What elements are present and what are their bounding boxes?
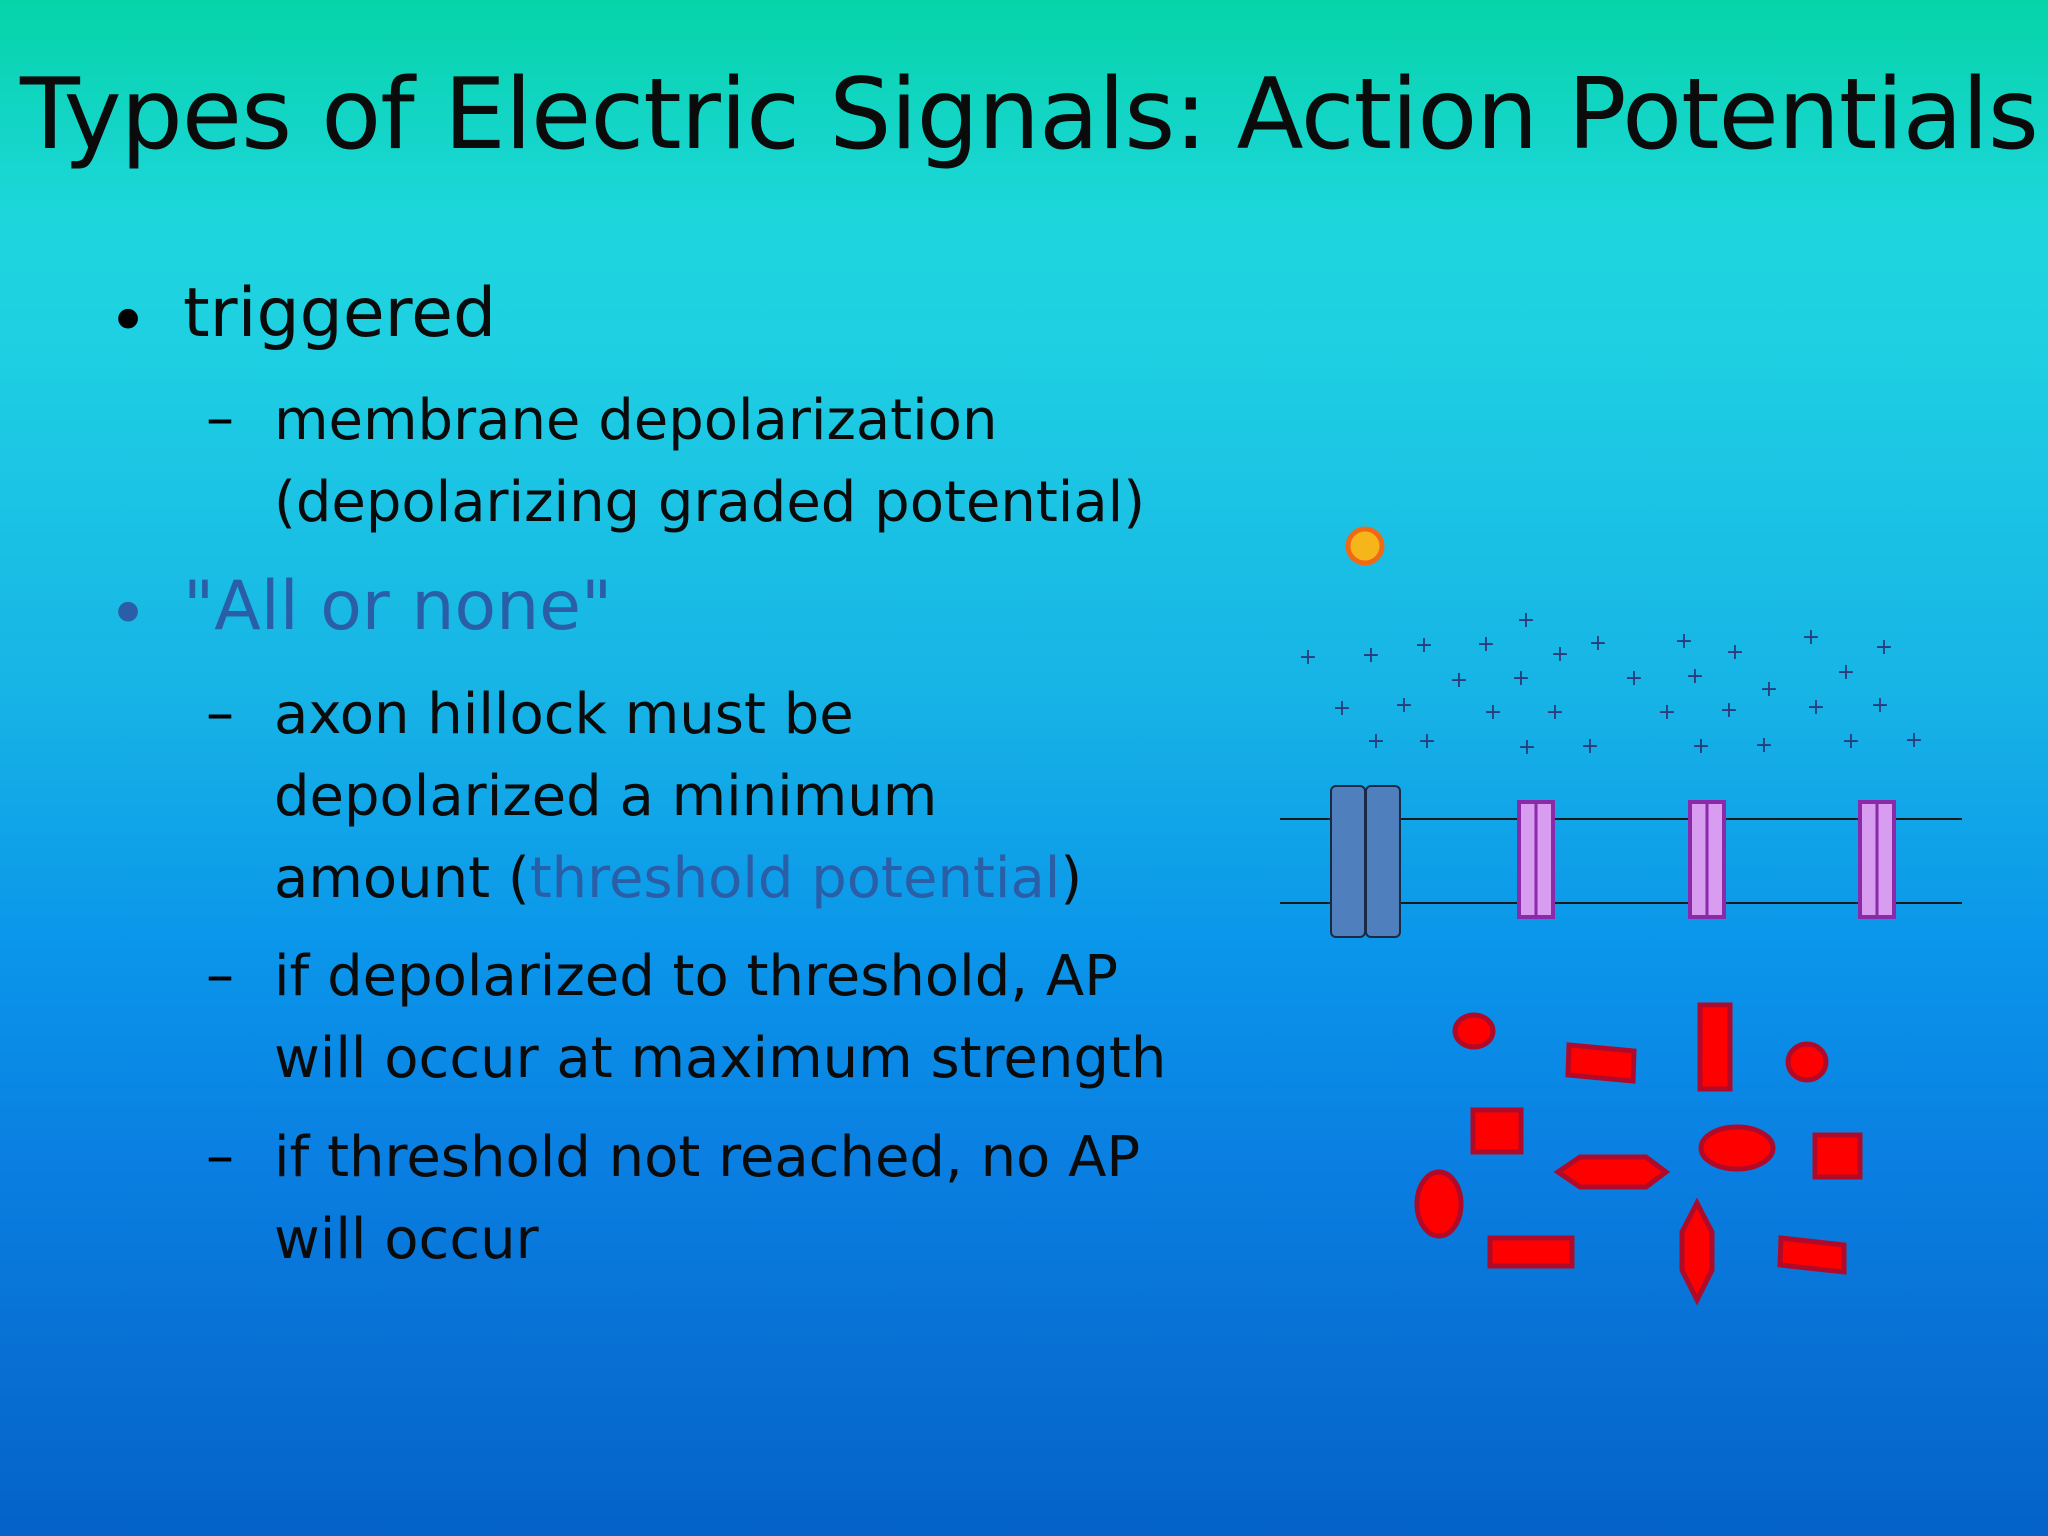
plus-charge: + — [1760, 677, 1778, 702]
ion-circle — [1785, 1041, 1829, 1083]
plus-charge: + — [1905, 728, 1923, 753]
sub-bullet-line: will occur — [274, 1207, 539, 1272]
plus-charge: + — [1675, 629, 1693, 654]
gated-channel — [1330, 785, 1401, 938]
plus-charge: + — [1477, 632, 1495, 657]
leak-channel — [1858, 800, 1896, 919]
plus-charge: + — [1842, 729, 1860, 754]
sub-bullet-axon-hillock: axon hillock must be depolarized a minim… — [274, 674, 1082, 920]
text-span: amount ( — [274, 846, 530, 911]
plus-charge: + — [1802, 625, 1820, 650]
ion-oval — [1698, 1124, 1776, 1172]
plus-charge: + — [1395, 693, 1413, 718]
plus-charge: + — [1837, 660, 1855, 685]
sub-bullet-line: axon hillock must be — [274, 682, 854, 747]
plus-charge: + — [1726, 640, 1744, 665]
plus-charge: + — [1333, 696, 1351, 721]
ion-diamond — [1679, 1197, 1715, 1306]
sub-bullet-line: amount (threshold potential) — [274, 838, 1082, 920]
sub-bullet-line: (depolarizing graded potential) — [274, 470, 1146, 535]
sub-bullet-membrane-depolarization: membrane depolarization (depolarizing gr… — [274, 380, 1145, 544]
ion-vertical-bar — [1697, 1002, 1733, 1092]
plus-charge: + — [1875, 635, 1893, 660]
plus-charge: + — [1625, 666, 1643, 691]
plus-charge: + — [1755, 733, 1773, 758]
ion-bar — [1565, 1042, 1637, 1084]
dash-marker: – — [206, 1124, 234, 1189]
positive-charges: + + + + + + + + + + + + + + + + + + + + + + + + + + + + + + + + + — [1299, 608, 1923, 760]
plus-charge: + — [1686, 664, 1704, 689]
plus-charge: + — [1720, 698, 1738, 723]
leak-channel — [1688, 800, 1726, 919]
sub-bullet-line: membrane depolarization — [274, 388, 998, 453]
dash-marker: – — [206, 386, 234, 451]
sub-bullet-line: will occur at maximum strength — [274, 1026, 1167, 1091]
plus-charge: + — [1551, 642, 1569, 667]
plus-charge: + — [1518, 735, 1536, 760]
bullet-marker: • — [108, 575, 149, 654]
plus-charge: + — [1546, 700, 1564, 725]
plus-charge: + — [1362, 643, 1380, 668]
sub-bullet-threshold-not-reached: if threshold not reached, no AP will occ… — [274, 1117, 1140, 1281]
ion-square — [1470, 1107, 1524, 1155]
plus-charge: + — [1658, 700, 1676, 725]
gated-channel-subunit-left — [1330, 785, 1366, 938]
bullet-all-or-none: "All or none" — [183, 567, 613, 646]
threshold-potential-term: threshold potential — [529, 846, 1061, 911]
plus-charge: + — [1589, 631, 1607, 656]
plus-charge: + — [1415, 633, 1433, 658]
plus-charge: + — [1692, 734, 1710, 759]
slide-title: Types of Electric Signals: Action Potent… — [20, 58, 2039, 172]
dash-marker: – — [206, 681, 234, 746]
ion-hexagon — [1553, 1154, 1671, 1190]
plus-charge: + — [1484, 700, 1502, 725]
bullet-triggered: triggered — [183, 274, 497, 353]
ion-square — [1812, 1132, 1863, 1180]
leak-channel — [1517, 800, 1555, 919]
ion-circle — [1452, 1012, 1496, 1050]
plus-charge: + — [1299, 645, 1317, 670]
plus-charge: + — [1871, 693, 1889, 718]
sub-bullet-line: if threshold not reached, no AP — [274, 1125, 1141, 1190]
ion-bar — [1487, 1235, 1575, 1269]
sub-bullet-line: if depolarized to threshold, AP — [274, 944, 1118, 1009]
gated-channel-subunit-right — [1365, 785, 1401, 938]
plus-charge: + — [1517, 608, 1535, 633]
ligand-molecule — [1345, 526, 1385, 566]
text-span: ) — [1060, 846, 1083, 911]
bullet-marker: • — [108, 282, 149, 361]
plus-charge: + — [1581, 734, 1599, 759]
sub-bullet-threshold-reached: if depolarized to threshold, AP will occ… — [274, 936, 1166, 1100]
ion-vertical-oval — [1414, 1169, 1464, 1239]
sub-bullet-line: depolarized a minimum — [274, 764, 938, 829]
plus-charge: + — [1367, 729, 1385, 754]
ions — [1414, 1002, 1863, 1306]
plus-charge: + — [1418, 729, 1436, 754]
plus-charge: + — [1807, 695, 1825, 720]
dash-marker: – — [206, 943, 234, 1008]
plus-charge: + — [1512, 666, 1530, 691]
ion-bar — [1777, 1235, 1847, 1275]
plus-charge: + — [1450, 668, 1468, 693]
